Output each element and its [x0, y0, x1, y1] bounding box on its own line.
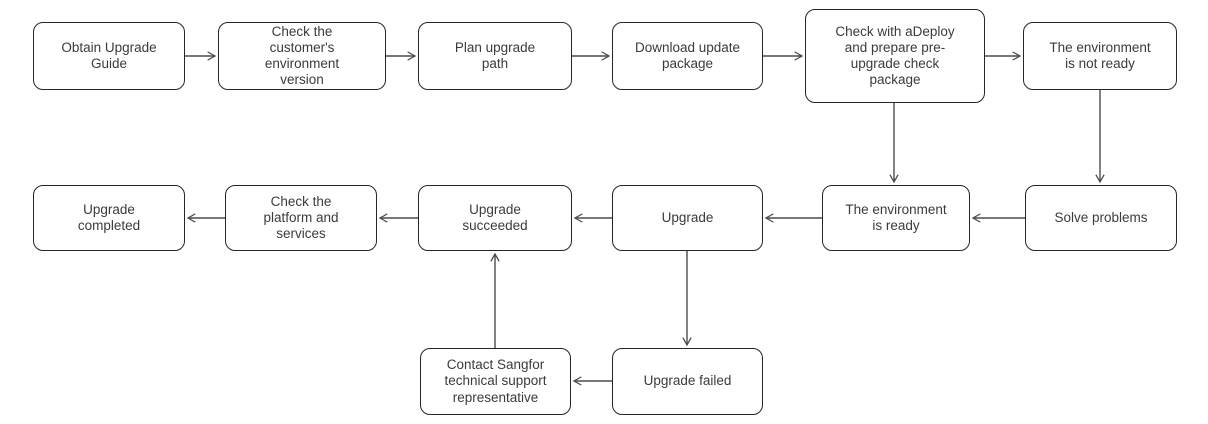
node-plan-upgrade-path: Plan upgrade path	[418, 22, 572, 90]
node-label: The environment is ready	[845, 201, 947, 233]
node-label: The environment is not ready	[1049, 39, 1151, 71]
node-label: Obtain Upgrade Guide	[61, 39, 157, 71]
node-upgrade-completed: Upgrade completed	[33, 185, 185, 251]
node-check-platform-and-services: Check the platform and services	[225, 185, 377, 251]
node-solve-problems: Solve problems	[1025, 185, 1177, 251]
node-label: Upgrade	[661, 209, 714, 225]
node-label: Check the customer's environment version	[264, 23, 340, 88]
node-label: Upgrade failed	[643, 373, 732, 389]
node-upgrade-succeeded: Upgrade succeeded	[418, 185, 572, 251]
node-label: Plan upgrade path	[454, 39, 536, 71]
node-label: Contact Sangfor technical support repres…	[444, 357, 547, 405]
node-check-customer-environment-version: Check the customer's environment version	[218, 22, 386, 90]
node-label: Check with aDeploy and prepare pre-upgra…	[835, 23, 955, 88]
node-check-with-adeploy: Check with aDeploy and prepare pre-upgra…	[805, 9, 985, 103]
node-contact-sangfor: Contact Sangfor technical support repres…	[420, 348, 571, 415]
node-environment-ready: The environment is ready	[822, 185, 970, 251]
node-download-update-package: Download update package	[612, 22, 763, 90]
node-environment-not-ready: The environment is not ready	[1023, 22, 1177, 90]
node-label: Download update package	[634, 39, 741, 71]
node-label: Check the platform and services	[263, 193, 339, 242]
node-obtain-upgrade-guide: Obtain Upgrade Guide	[33, 22, 185, 90]
node-label: Upgrade succeeded	[462, 201, 528, 233]
node-label: Upgrade completed	[77, 201, 141, 233]
node-upgrade-failed: Upgrade failed	[612, 348, 763, 415]
node-upgrade: Upgrade	[612, 185, 763, 251]
node-label: Solve problems	[1054, 209, 1148, 225]
